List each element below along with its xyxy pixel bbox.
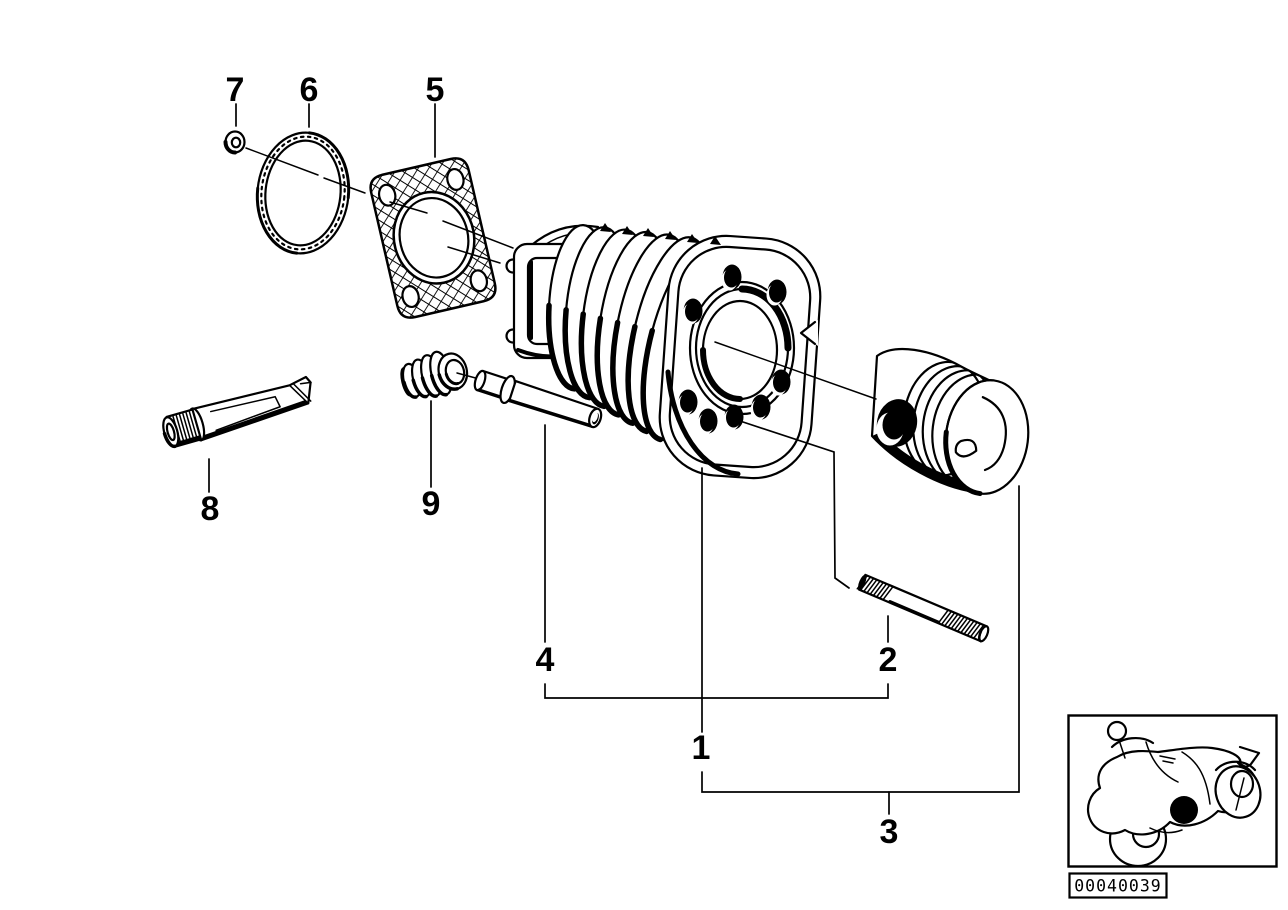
part-9-threaded-plug <box>400 350 469 399</box>
callout-1[interactable]: 1 <box>692 729 711 767</box>
motorcycle-icon <box>1086 720 1262 868</box>
motorcycle-locator-thumbnail <box>1067 714 1278 868</box>
callout-6[interactable]: 6 <box>300 71 319 109</box>
part-8-sealant-tube <box>162 375 313 449</box>
callout-7[interactable]: 7 <box>226 71 245 109</box>
part-1-cylinder <box>505 223 822 480</box>
callout-leader-lines <box>208 103 1020 815</box>
gasket-bolt-hole <box>469 269 489 293</box>
piston-pin-hole <box>876 399 918 447</box>
assembly-axis-lines <box>245 147 877 400</box>
mirror-icon <box>1106 720 1128 742</box>
cylinder-bore <box>688 280 796 416</box>
cylinder-stud-holes <box>677 264 791 435</box>
part-location-dot <box>1170 796 1198 824</box>
gasket-bolt-hole <box>446 167 465 191</box>
piston-crown <box>943 379 1030 497</box>
callout-4[interactable]: 4 <box>536 641 555 679</box>
gasket-bolt-hole <box>401 285 420 309</box>
callout-2[interactable]: 2 <box>879 641 898 679</box>
callout-labels: 7 6 5 8 9 4 1 2 3 <box>201 71 899 851</box>
callout-9[interactable]: 9 <box>422 485 441 523</box>
callout-5[interactable]: 5 <box>426 71 445 109</box>
image-id-plate: 00040039 <box>1068 872 1168 899</box>
callout-3[interactable]: 3 <box>880 813 899 851</box>
part-5-head-gasket <box>369 157 497 319</box>
part-7-sealing-ring <box>223 130 246 155</box>
part-2-stud-bolt <box>856 573 990 643</box>
callout-8[interactable]: 8 <box>201 490 220 528</box>
part-3-piston <box>870 347 1030 497</box>
part-6-o-ring <box>255 131 351 255</box>
image-id-text: 00040039 <box>1074 877 1161 896</box>
gasket-bolt-hole <box>377 183 397 207</box>
part-4-dowel-sleeve <box>473 369 603 429</box>
